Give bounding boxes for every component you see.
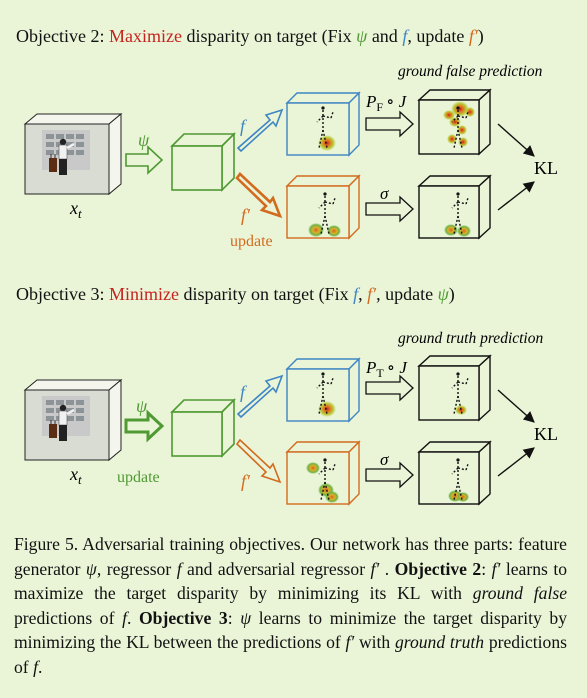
objective2-close: ): [477, 26, 484, 46]
figure-caption: Figure 5. Adversarial training objective…: [14, 534, 568, 677]
objective2-diagram: ground false prediction PF∘ J σ KL ψ f f…: [23, 63, 558, 250]
obj3-annotation: ground truth prediction: [398, 330, 543, 347]
obj3-input-label: xt: [69, 464, 82, 487]
objective2-fprime: f′: [468, 26, 478, 46]
objective3-close: ): [448, 284, 455, 304]
obj3-psi-arrow: [124, 409, 165, 443]
objective2-and: and: [371, 26, 398, 46]
obj3-sigma-label: σ: [380, 450, 389, 469]
objective2-text: disparity on target (Fix: [186, 26, 352, 46]
objective3-comma: ,: [358, 284, 363, 304]
obj3-fprime-label: f′: [241, 471, 251, 491]
obj3-fprime-arrow: [235, 438, 282, 484]
obj2-kl-arrow-top: [497, 123, 535, 157]
obj3-kl-arrow-top: [497, 389, 535, 423]
obj2-annotation: ground false prediction: [398, 63, 543, 80]
obj2-projection-label: PF∘ J: [365, 92, 408, 114]
objective3-verb: Minimize: [108, 284, 179, 304]
obj2-fprime-output-box: [285, 174, 361, 240]
obj3-sigma-output-box: [417, 440, 492, 506]
obj3-kl-arrow-bottom: [497, 447, 535, 477]
obj3-projection-label: PT∘ J: [365, 358, 408, 380]
obj2-psi-arrow: [125, 145, 164, 175]
objective3-f: f: [353, 284, 359, 304]
objective3-update-text: , update: [376, 284, 434, 304]
obj3-feature-cube: [170, 398, 236, 458]
obj3-kl-label: KL: [534, 424, 558, 444]
obj2-input-label: xt: [69, 198, 82, 221]
objective2-verb: Maximize: [108, 26, 182, 46]
obj3-input-image-cube: [23, 378, 123, 462]
objective3-fprime: f′: [367, 284, 377, 304]
objective2-f: f: [402, 26, 408, 46]
obj2-psi-label: ψ: [138, 130, 150, 150]
objective3-label: Objective 3:: [16, 284, 105, 304]
obj3-psi-label: ψ: [136, 396, 148, 416]
objective3-heading: Objective 3: Minimize disparity on targe…: [16, 284, 455, 305]
obj3-sigma-arrow: [365, 461, 414, 489]
obj3-ground-truth-box: [417, 354, 492, 422]
obj2-sigma-label: σ: [380, 184, 389, 203]
obj3-f-output-box: [285, 357, 361, 423]
obj2-f-arrow: [236, 108, 284, 153]
obj3-update-label: update: [117, 469, 160, 486]
objective2-update-text: , update: [407, 26, 465, 46]
obj2-sigma-arrow: [365, 195, 414, 223]
objective3-psi: ψ: [437, 284, 449, 304]
obj2-feature-cube: [170, 132, 236, 192]
objective2-label: Objective 2:: [16, 26, 105, 46]
objective2-heading: Objective 2: Maximize disparity on targe…: [16, 26, 484, 47]
obj2-input-image-cube: [23, 112, 123, 196]
obj3-fprime-output-box: [285, 440, 361, 506]
obj2-projection-arrow: [365, 110, 414, 138]
objective3-text: disparity on target (Fix: [183, 284, 349, 304]
obj2-fprime-label: f′: [241, 205, 251, 225]
obj2-fprime-arrow: [235, 172, 283, 219]
objective2-psi: ψ: [356, 26, 368, 46]
obj3-projection-arrow: [365, 374, 414, 402]
obj3-f-label: f: [240, 382, 248, 402]
obj3-f-arrow: [236, 374, 284, 419]
caption-objective3: Objective 3: [138, 607, 228, 628]
obj2-kl-label: KL: [534, 158, 558, 178]
objective3-diagram: ground truth prediction PT∘ J σ KL ψ f f…: [23, 330, 558, 506]
obj2-kl-arrow-bottom: [497, 181, 535, 211]
obj2-f-label: f: [240, 116, 248, 136]
obj2-ground-false-box: [417, 88, 492, 156]
obj2-update-label: update: [230, 233, 273, 250]
obj2-f-output-box: [285, 91, 361, 157]
caption-objective2: Objective 2: [394, 558, 482, 579]
obj2-sigma-output-box: [417, 174, 492, 240]
